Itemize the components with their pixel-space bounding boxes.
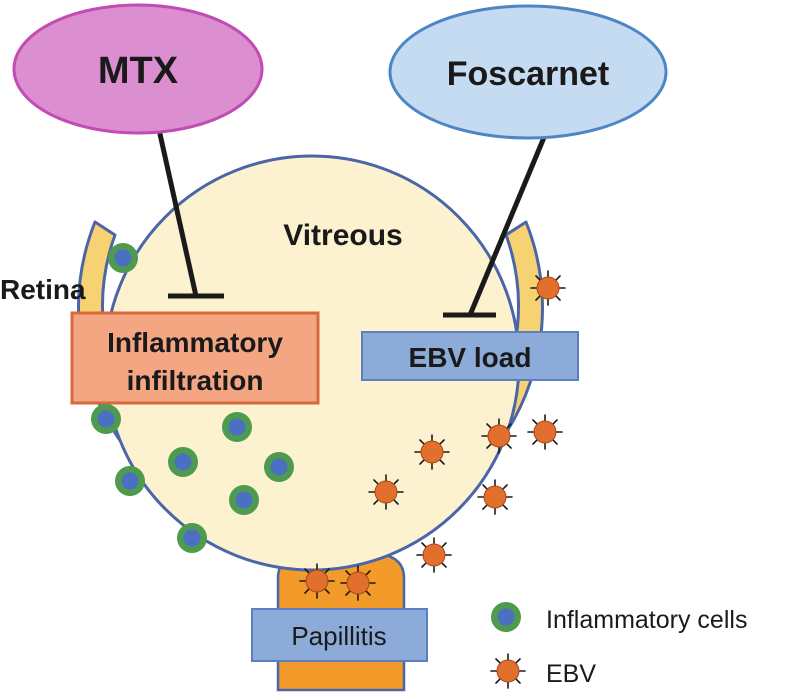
legend-virus-icon [490, 653, 526, 689]
vitreous-label: Vitreous [283, 219, 403, 252]
ebv-particle [414, 434, 450, 470]
inflammation-box [70, 311, 320, 405]
inflammatory-cell [264, 452, 294, 482]
ebv-particle [481, 418, 517, 454]
mtx-ellipse [12, 3, 264, 135]
ebv-particle [530, 270, 566, 306]
mtx-label: MTX [98, 50, 179, 92]
inflammatory-cell [229, 485, 259, 515]
inflammatory-cell [115, 466, 145, 496]
legend-cells-label: Inflammatory cells [546, 606, 747, 634]
ebv-particle [527, 414, 563, 450]
ebv-load-label: EBV load [409, 342, 532, 373]
ebv-load-box [361, 331, 579, 381]
inflammatory-cell [222, 412, 252, 442]
retina-label: Retina [0, 274, 86, 305]
inhibition-mtx [155, 124, 224, 299]
ebv-particle [477, 479, 513, 515]
inflammatory-cell [91, 404, 121, 434]
papillitis-label: Papillitis [291, 621, 386, 651]
ebv-particle [416, 537, 452, 573]
foscarnet-ellipse [388, 4, 668, 140]
legend-cell-icon [491, 602, 521, 632]
inflammatory-cell [108, 243, 138, 273]
ebv-particle [340, 565, 376, 601]
papillitis-box [251, 608, 428, 662]
ebv-particle [368, 474, 404, 510]
inflammatory-cell [177, 523, 207, 553]
inhibition-foscarnet [443, 134, 548, 318]
legend-virus-label: EBV [546, 660, 596, 688]
foscarnet-label: Foscarnet [447, 55, 610, 93]
inflammatory-cell [168, 447, 198, 477]
inflammation-line1: Inflammatory [107, 327, 283, 358]
inflammation-line2: infiltration [127, 365, 264, 396]
ebv-particle [299, 563, 335, 599]
